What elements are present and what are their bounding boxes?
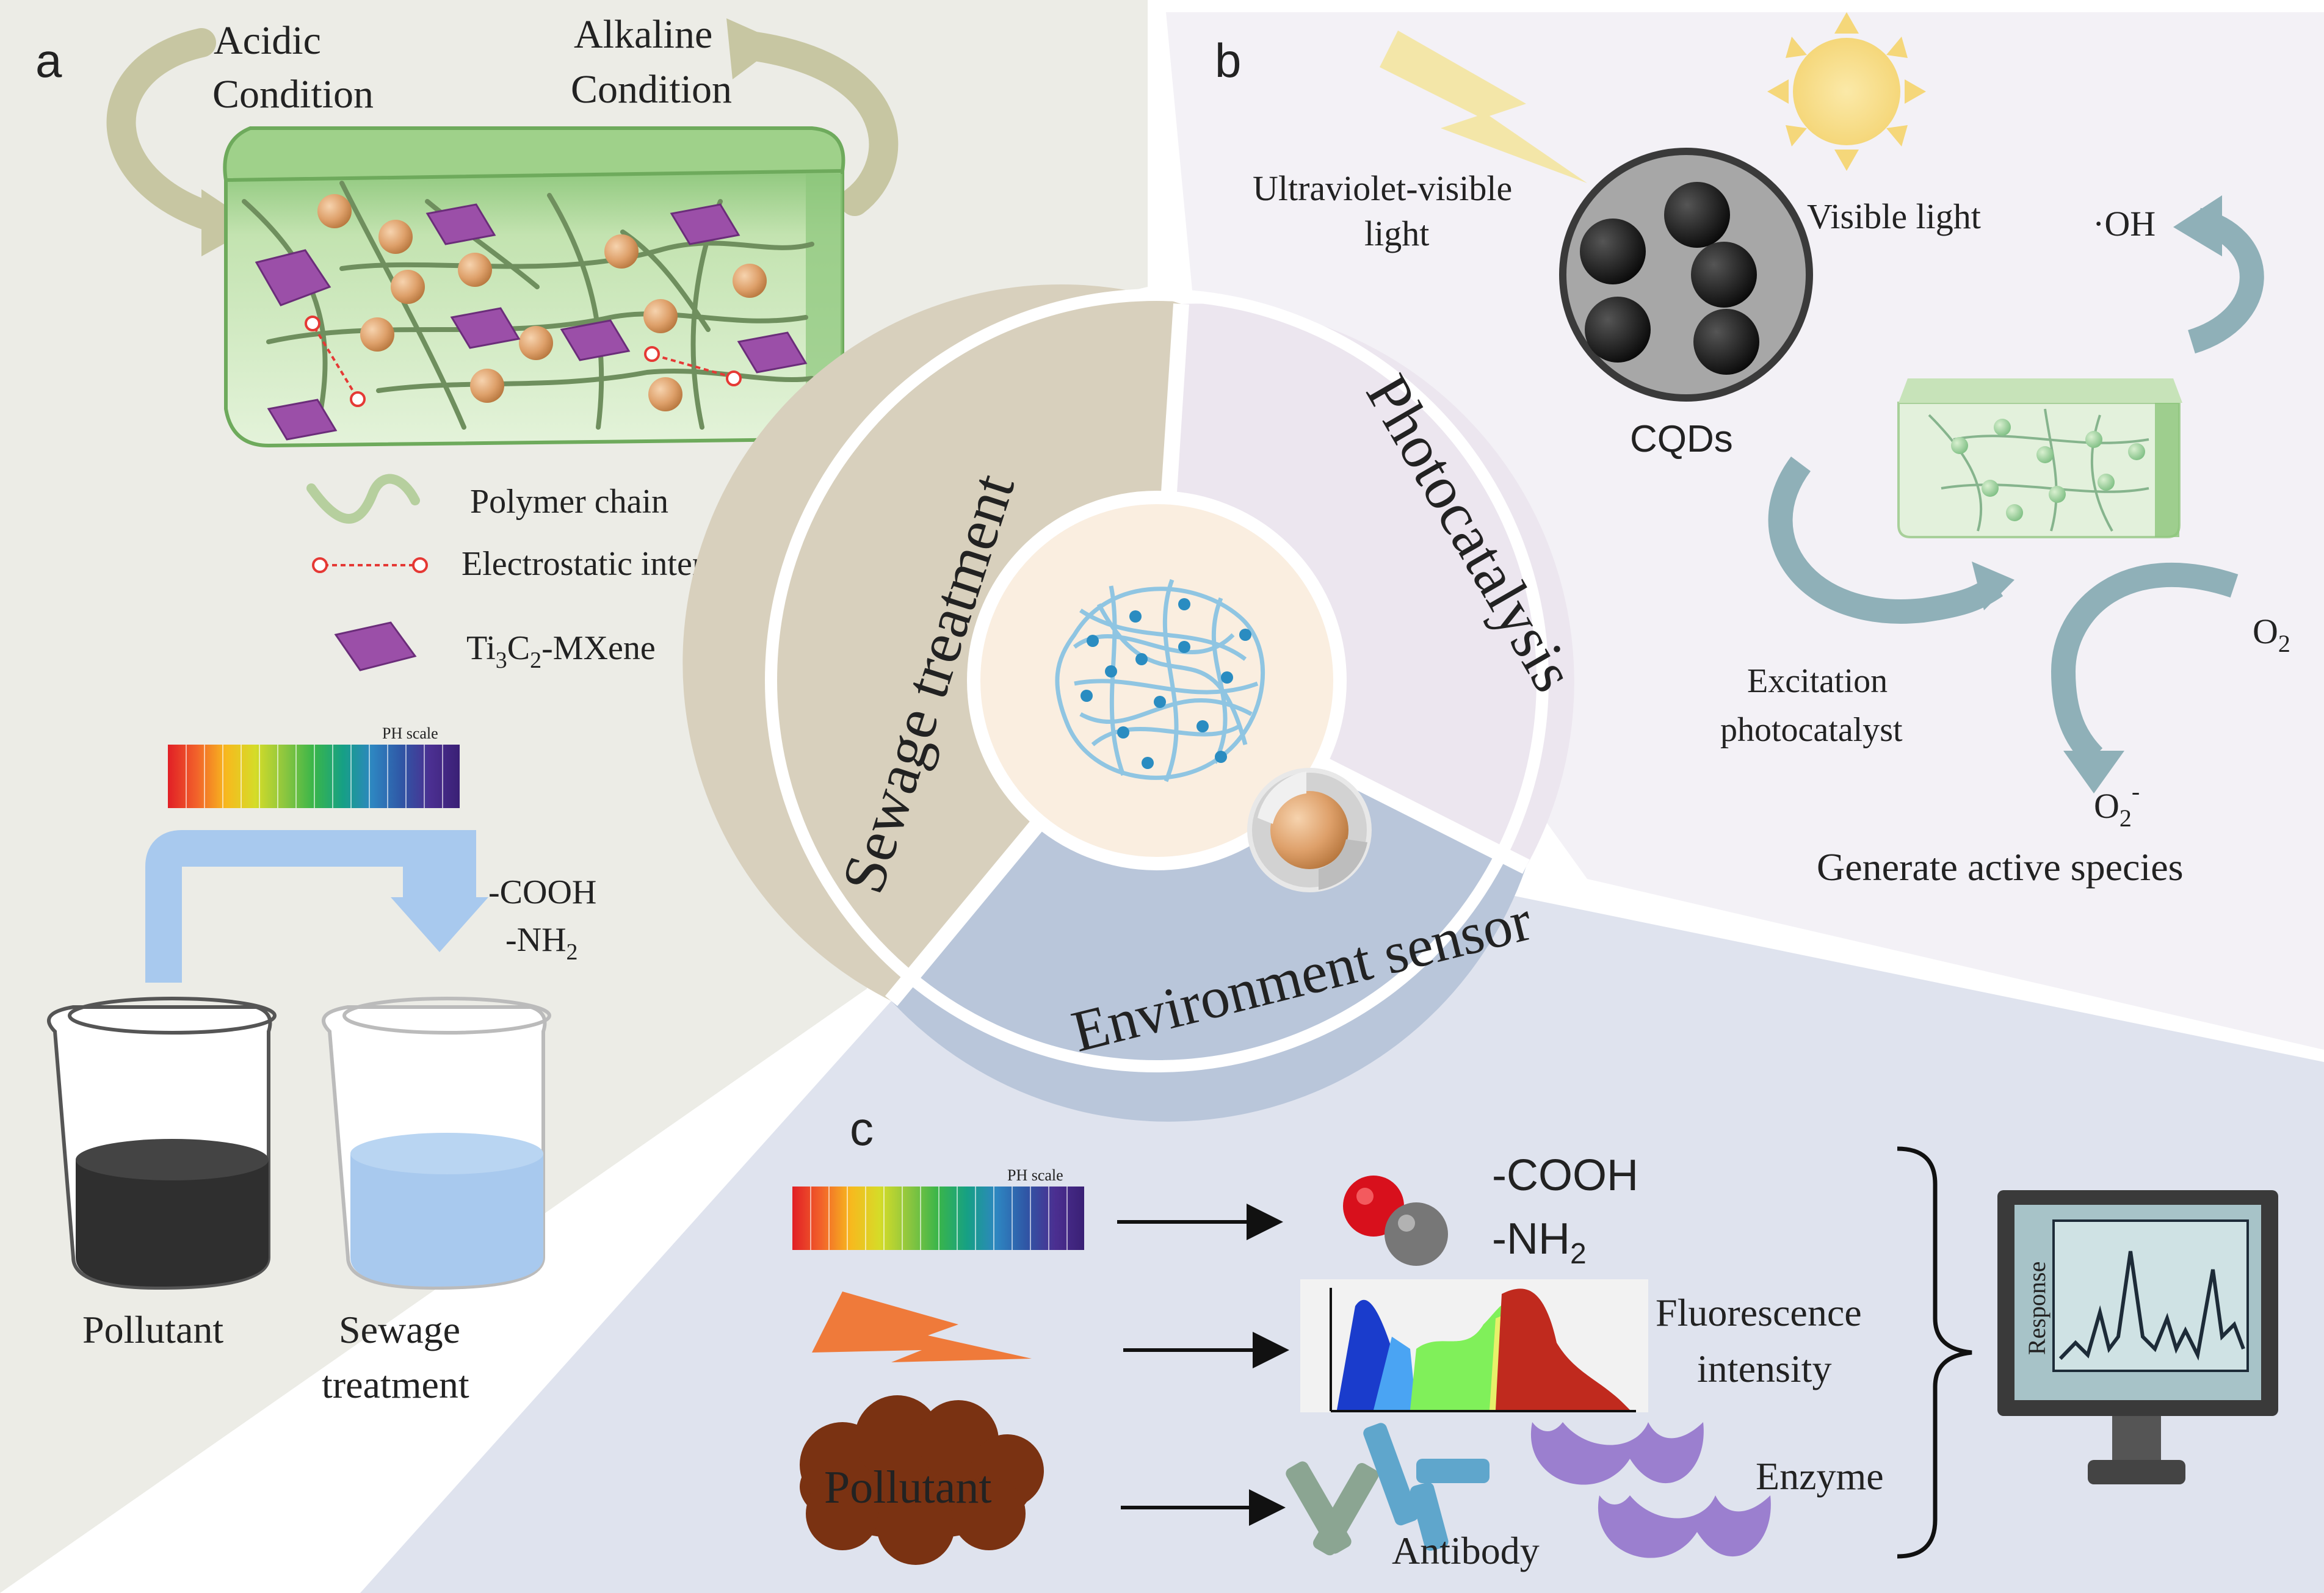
response-axis-label: Response [2023,1262,2051,1355]
ph-scale-label-c: PH scale [1007,1166,1063,1184]
photocatalyst-gel [1897,378,2182,538]
legend-polymer-label: Polymer chain [470,483,668,521]
legend-polymer-icon [306,474,420,524]
antibody-label: Antibody [1392,1529,1540,1572]
visible-light-label: Visible light [1807,197,1981,236]
summary-brace [1897,1146,1972,1559]
panel-label-c: c [850,1102,874,1155]
ph-scale-label-a: PH scale [382,724,438,742]
antibody-icons [1286,1423,1490,1556]
uv-label: Ultraviolet-visible [1253,168,1512,208]
acidic-label-2: Condition [212,72,374,117]
o2-arrow [2051,563,2239,766]
monitor-icon: Response [1997,1190,2278,1484]
pollutant-beaker [47,997,277,1290]
fluorescence-label-2: intensity [1697,1347,1831,1390]
panel-label-a: a [35,34,62,87]
o2-arrow-head [2063,751,2124,793]
hydrogel-network-icon [1055,579,1265,782]
excitation-arrow-head [1972,562,2014,610]
fluorescence-spectrum [1300,1279,1648,1412]
core-shell-particle-icon [1247,768,1372,892]
cooh-label-c: -COOH [1492,1151,1638,1200]
nanoparticles [317,194,767,411]
excitation-arrow [1768,457,2004,624]
sun-icon [1767,12,1926,171]
panel-b-background [1166,12,2324,1050]
acidic-label: Acidic [214,18,321,63]
sewage-label-a-2: treatment [322,1363,469,1406]
oh-label: ·OH [2093,204,2156,244]
legend-electro-icon [312,557,428,573]
uv-label-2: light [1364,214,1429,253]
oh-arrow-head [2173,195,2222,256]
molecule-icon [1343,1176,1448,1266]
sewage-sector [682,284,1181,1001]
hydrogel-box [223,126,845,448]
legend-mxene-icon [334,621,417,671]
alkaline-label-2: Condition [571,67,732,112]
sewage-label-a: Sewage [339,1308,460,1351]
panel-c-background [360,854,2324,1593]
acidic-arrow [106,28,234,234]
alkaline-label: Alkaline [574,12,712,57]
alkaline-arrow-head [726,18,781,79]
response-curve [2058,1251,2245,1361]
excitation-lightning-icon [812,1291,1032,1362]
uv-lightning-icon [1380,31,1587,183]
cqds-particle [1559,148,1813,402]
excitation-label: Excitation [1747,662,1888,700]
generate-label: Generate active species [1817,845,2184,889]
pollutant-cloud-icon [800,1395,1044,1565]
fluorescence-label: Fluorescence [1656,1291,1862,1334]
oh-arrow [2187,208,2264,354]
enzyme-icons [1530,1422,1771,1558]
enzyme-label: Enzyme [1756,1454,1884,1498]
excitation-label-2: photocatalyst [1720,711,1903,749]
transfer-arrow-head [391,897,488,952]
mxene-sheets [255,203,808,441]
treated-beaker [322,997,551,1290]
nh2-label-a: -NH2 [505,921,578,965]
center-wheel: Sewage treatment Photocatalysis Environm… [682,284,1588,1122]
legend-mxene-label: Ti3C2-MXene [466,629,656,673]
cooh-label-a: -COOH [488,873,596,911]
transfer-arrow [145,830,427,983]
panel-label-b: b [1215,34,1241,87]
o2-label: O2 [2253,612,2290,657]
pollutant-label-a: Pollutant [82,1308,223,1351]
alkaline-arrow [736,31,899,216]
cqds-label: CQDs [1630,418,1733,460]
o2-minus-label: O2- [2094,778,2140,832]
center-core [967,491,1347,870]
pollutant-label-c: Pollutant [824,1462,991,1513]
nh2-label-c: -NH2 [1492,1215,1587,1270]
